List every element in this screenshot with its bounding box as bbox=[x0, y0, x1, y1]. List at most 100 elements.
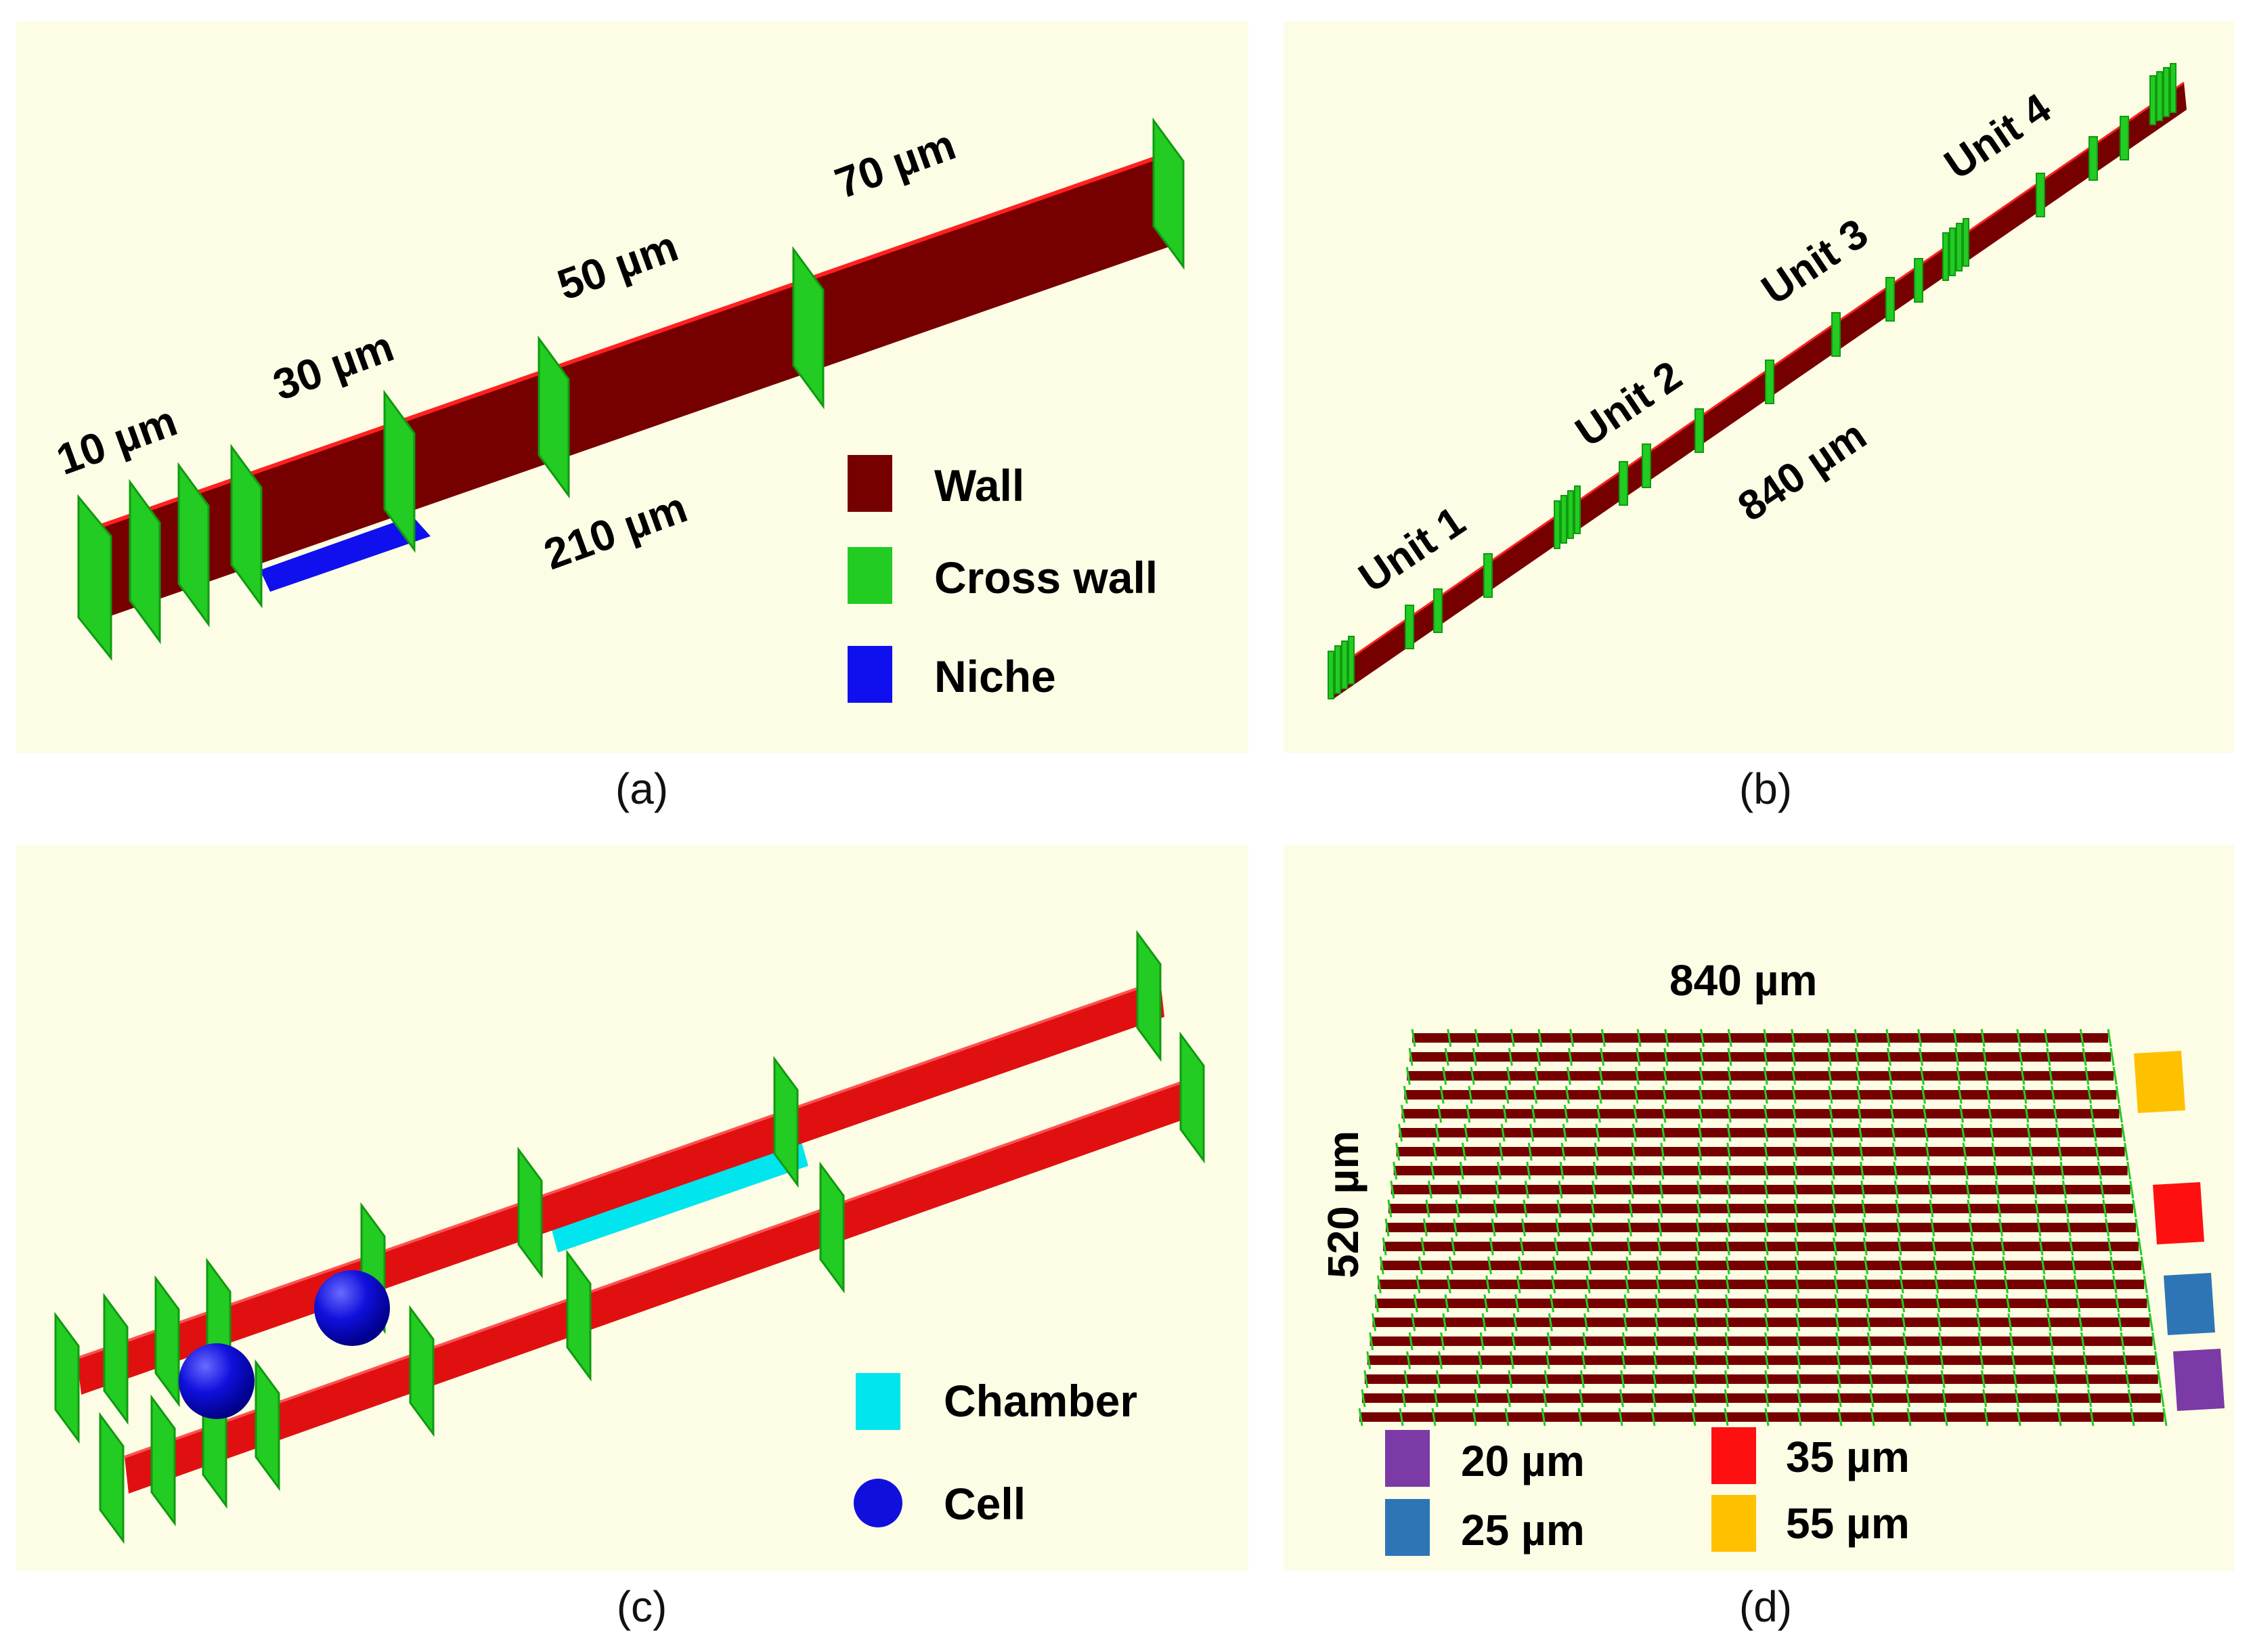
cross-wall-tick bbox=[1529, 1123, 1535, 1142]
upper-wall-top-edge bbox=[76, 979, 1161, 1360]
cross-wall-tick bbox=[1512, 1313, 1518, 1332]
cross-wall-tick bbox=[1435, 1123, 1440, 1142]
cross-wall-tick bbox=[1405, 1066, 1411, 1085]
cross-wall-tick bbox=[1459, 1161, 1464, 1180]
cross-wall-tick bbox=[1967, 1199, 1972, 1218]
channel-row bbox=[1378, 1280, 2145, 1289]
cross-wall-tick bbox=[1541, 1408, 1546, 1427]
label-520um: 520 µm bbox=[1319, 1131, 1368, 1278]
cross-wall-tick bbox=[1726, 1199, 1731, 1218]
cross-wall-tick bbox=[2057, 1408, 2062, 1427]
caption-b: (b) bbox=[1738, 764, 1793, 813]
cross-wall-tick bbox=[1634, 1085, 1639, 1104]
channel-row bbox=[1399, 1128, 2122, 1137]
cross-wall-tick bbox=[1464, 1123, 1469, 1142]
cross-wall-tick bbox=[1435, 1370, 1441, 1389]
lower-wall-top-edge bbox=[124, 1077, 1195, 1458]
cross-wall-tick bbox=[2109, 1256, 2115, 1275]
cross-wall-tick bbox=[1996, 1199, 2002, 1218]
cross-wall-tick bbox=[1763, 1028, 1768, 1047]
cross-wall-tick bbox=[1545, 1351, 1550, 1370]
cross-wall-tick bbox=[2086, 1085, 2092, 1104]
cross-wall-tick bbox=[1550, 1294, 1554, 1313]
cross-wall-tick bbox=[1865, 1294, 1871, 1313]
cross-wall-tick bbox=[1897, 1237, 1902, 1256]
cross-wall-tick bbox=[1971, 1256, 1977, 1275]
cross-wall-tick bbox=[1461, 1142, 1466, 1161]
cross-wall-tick bbox=[2020, 1066, 2026, 1085]
cross-wall bbox=[1831, 312, 1841, 357]
panel-a: 10 µm 30 µm 50 µm 70 µm 210 µm Wall Cros… bbox=[16, 22, 1248, 753]
cross-wall-tick bbox=[1470, 1066, 1475, 1085]
cross-wall-tick bbox=[1835, 1313, 1840, 1332]
cross-wall-tick bbox=[1692, 1370, 1697, 1389]
cross-wall-tick bbox=[1833, 1256, 1838, 1275]
cross-wall-tick bbox=[2044, 1294, 2050, 1313]
cross-wall bbox=[792, 246, 825, 410]
cross-wall-tick bbox=[1657, 1237, 1662, 1256]
cross-wall-tick bbox=[1500, 1123, 1506, 1142]
legend-niche-swatch bbox=[848, 646, 892, 703]
cross-wall-tick bbox=[1448, 1256, 1453, 1275]
caption-d: (d) bbox=[1738, 1582, 1793, 1631]
cross-wall-tick bbox=[1479, 1332, 1485, 1351]
cross-wall-tick bbox=[1422, 1218, 1428, 1237]
legend-55um-label: 55 µm bbox=[1786, 1499, 1910, 1548]
cross-wall-tick bbox=[1764, 1294, 1769, 1313]
cross-wall bbox=[1136, 930, 1162, 1062]
cross-wall-tick bbox=[1834, 1294, 1839, 1313]
cross-wall-tick bbox=[1962, 1142, 1967, 1161]
cross-wall bbox=[255, 1359, 280, 1492]
cross-wall-tick bbox=[1558, 1180, 1563, 1199]
cross-wall-tick bbox=[2011, 1351, 2016, 1370]
cross-wall-tick bbox=[1660, 1142, 1665, 1161]
cross-wall-tick bbox=[2032, 1180, 2038, 1199]
cross-wall-tick bbox=[2013, 1370, 2018, 1389]
cross-wall-tick bbox=[2102, 1199, 2107, 1218]
legend-20um-swatch bbox=[1385, 1430, 1430, 1487]
cross-wall-tick bbox=[1726, 1161, 1731, 1180]
cross-wall-tick bbox=[1629, 1180, 1634, 1199]
cross-wall-tick bbox=[1427, 1180, 1432, 1199]
cross-wall-tick bbox=[1408, 1332, 1414, 1351]
channel-row bbox=[1370, 1336, 2153, 1346]
cross-wall bbox=[99, 1412, 125, 1544]
cross-wall-tick bbox=[1401, 1389, 1407, 1408]
cross-wall-tick bbox=[1544, 1370, 1549, 1389]
cross-wall-tick bbox=[1626, 1237, 1632, 1256]
wall-top-edge bbox=[90, 150, 1175, 531]
cross-wall-tick bbox=[1724, 1332, 1730, 1351]
legend-cell-swatch bbox=[854, 1479, 902, 1527]
cross-wall-tick bbox=[1891, 1142, 1897, 1161]
cross-wall-tick bbox=[1901, 1313, 1906, 1332]
cross-wall-tick bbox=[2097, 1161, 2102, 1180]
cross-wall-tick bbox=[1406, 1351, 1412, 1370]
cross-wall-tick bbox=[1565, 1085, 1570, 1104]
cross-wall-tick bbox=[1993, 1161, 1998, 1180]
cross-wall-tick bbox=[1837, 1389, 1842, 1408]
cross-wall-tick bbox=[1837, 1408, 1843, 1427]
cross-wall-tick bbox=[1393, 1161, 1398, 1180]
cross-wall-tick bbox=[1829, 1142, 1835, 1161]
cross-wall-tick bbox=[2009, 1332, 2014, 1351]
cross-wall bbox=[1405, 605, 1414, 649]
cross-wall-tick bbox=[1483, 1294, 1489, 1313]
caption-c: (c) bbox=[616, 1582, 668, 1631]
cross-wall-tick bbox=[1413, 1294, 1418, 1313]
cross-wall-tick bbox=[1597, 1085, 1602, 1104]
cross-wall-tick bbox=[2084, 1066, 2090, 1085]
cross-wall-tick bbox=[1692, 1389, 1697, 1408]
cross-wall bbox=[1560, 495, 1567, 544]
cross-wall-tick bbox=[1442, 1313, 1447, 1332]
cross-wall-tick bbox=[1988, 1104, 1993, 1123]
cross-wall-tick bbox=[1398, 1123, 1403, 1142]
cross-wall-tick bbox=[1623, 1294, 1629, 1313]
cross-wall-tick bbox=[1794, 1237, 1799, 1256]
channel-row bbox=[1375, 1299, 2147, 1308]
channel-row bbox=[1367, 1355, 2156, 1365]
cross-wall-tick bbox=[1652, 1370, 1657, 1389]
legend-35um-swatch bbox=[1711, 1427, 1756, 1484]
cross-wall-tick bbox=[2082, 1047, 2087, 1066]
cross-wall-tick bbox=[1583, 1313, 1589, 1332]
cross-wall-tick bbox=[1519, 1237, 1525, 1256]
